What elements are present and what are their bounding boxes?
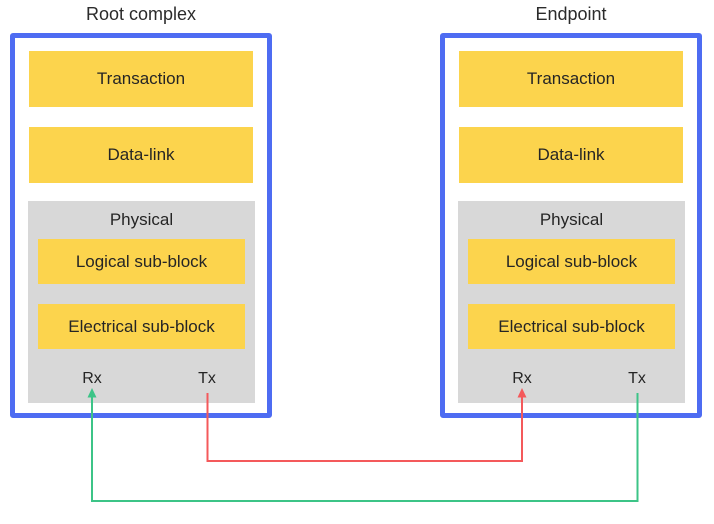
root-logical-sub-block: Logical sub-block: [38, 239, 245, 284]
root-rx-port-label: Rx: [82, 370, 102, 387]
endpoint-physical-layer: Physical Logical sub-block Electrical su…: [458, 201, 685, 403]
root-tx-port-label: Tx: [198, 370, 216, 387]
endpoint-tx-port-label: Tx: [628, 370, 646, 387]
root-physical-label: Physical: [109, 210, 174, 229]
root-complex-title: Root complex: [85, 4, 197, 24]
endpoint-datalink-layer: Data-link: [459, 127, 683, 183]
root-physical-layer: Physical Logical sub-block Electrical su…: [28, 201, 255, 403]
root-electrical-sub-block: Electrical sub-block: [38, 304, 245, 349]
endpoint-electrical-sub-block: Electrical sub-block: [468, 304, 675, 349]
endpoint-logical-sub-block: Logical sub-block: [468, 239, 675, 284]
endpoint-physical-label: Physical: [539, 210, 604, 229]
endpoint-box: Transaction Data-link Physical Logical s…: [440, 33, 702, 418]
endpoint-transaction-layer: Transaction: [459, 51, 683, 107]
root-datalink-layer: Data-link: [29, 127, 253, 183]
root-transaction-layer: Transaction: [29, 51, 253, 107]
endpoint-rx-port-label: Rx: [512, 370, 532, 387]
endpoint-title: Endpoint: [535, 4, 607, 24]
root-complex-box: Transaction Data-link Physical Logical s…: [10, 33, 272, 418]
